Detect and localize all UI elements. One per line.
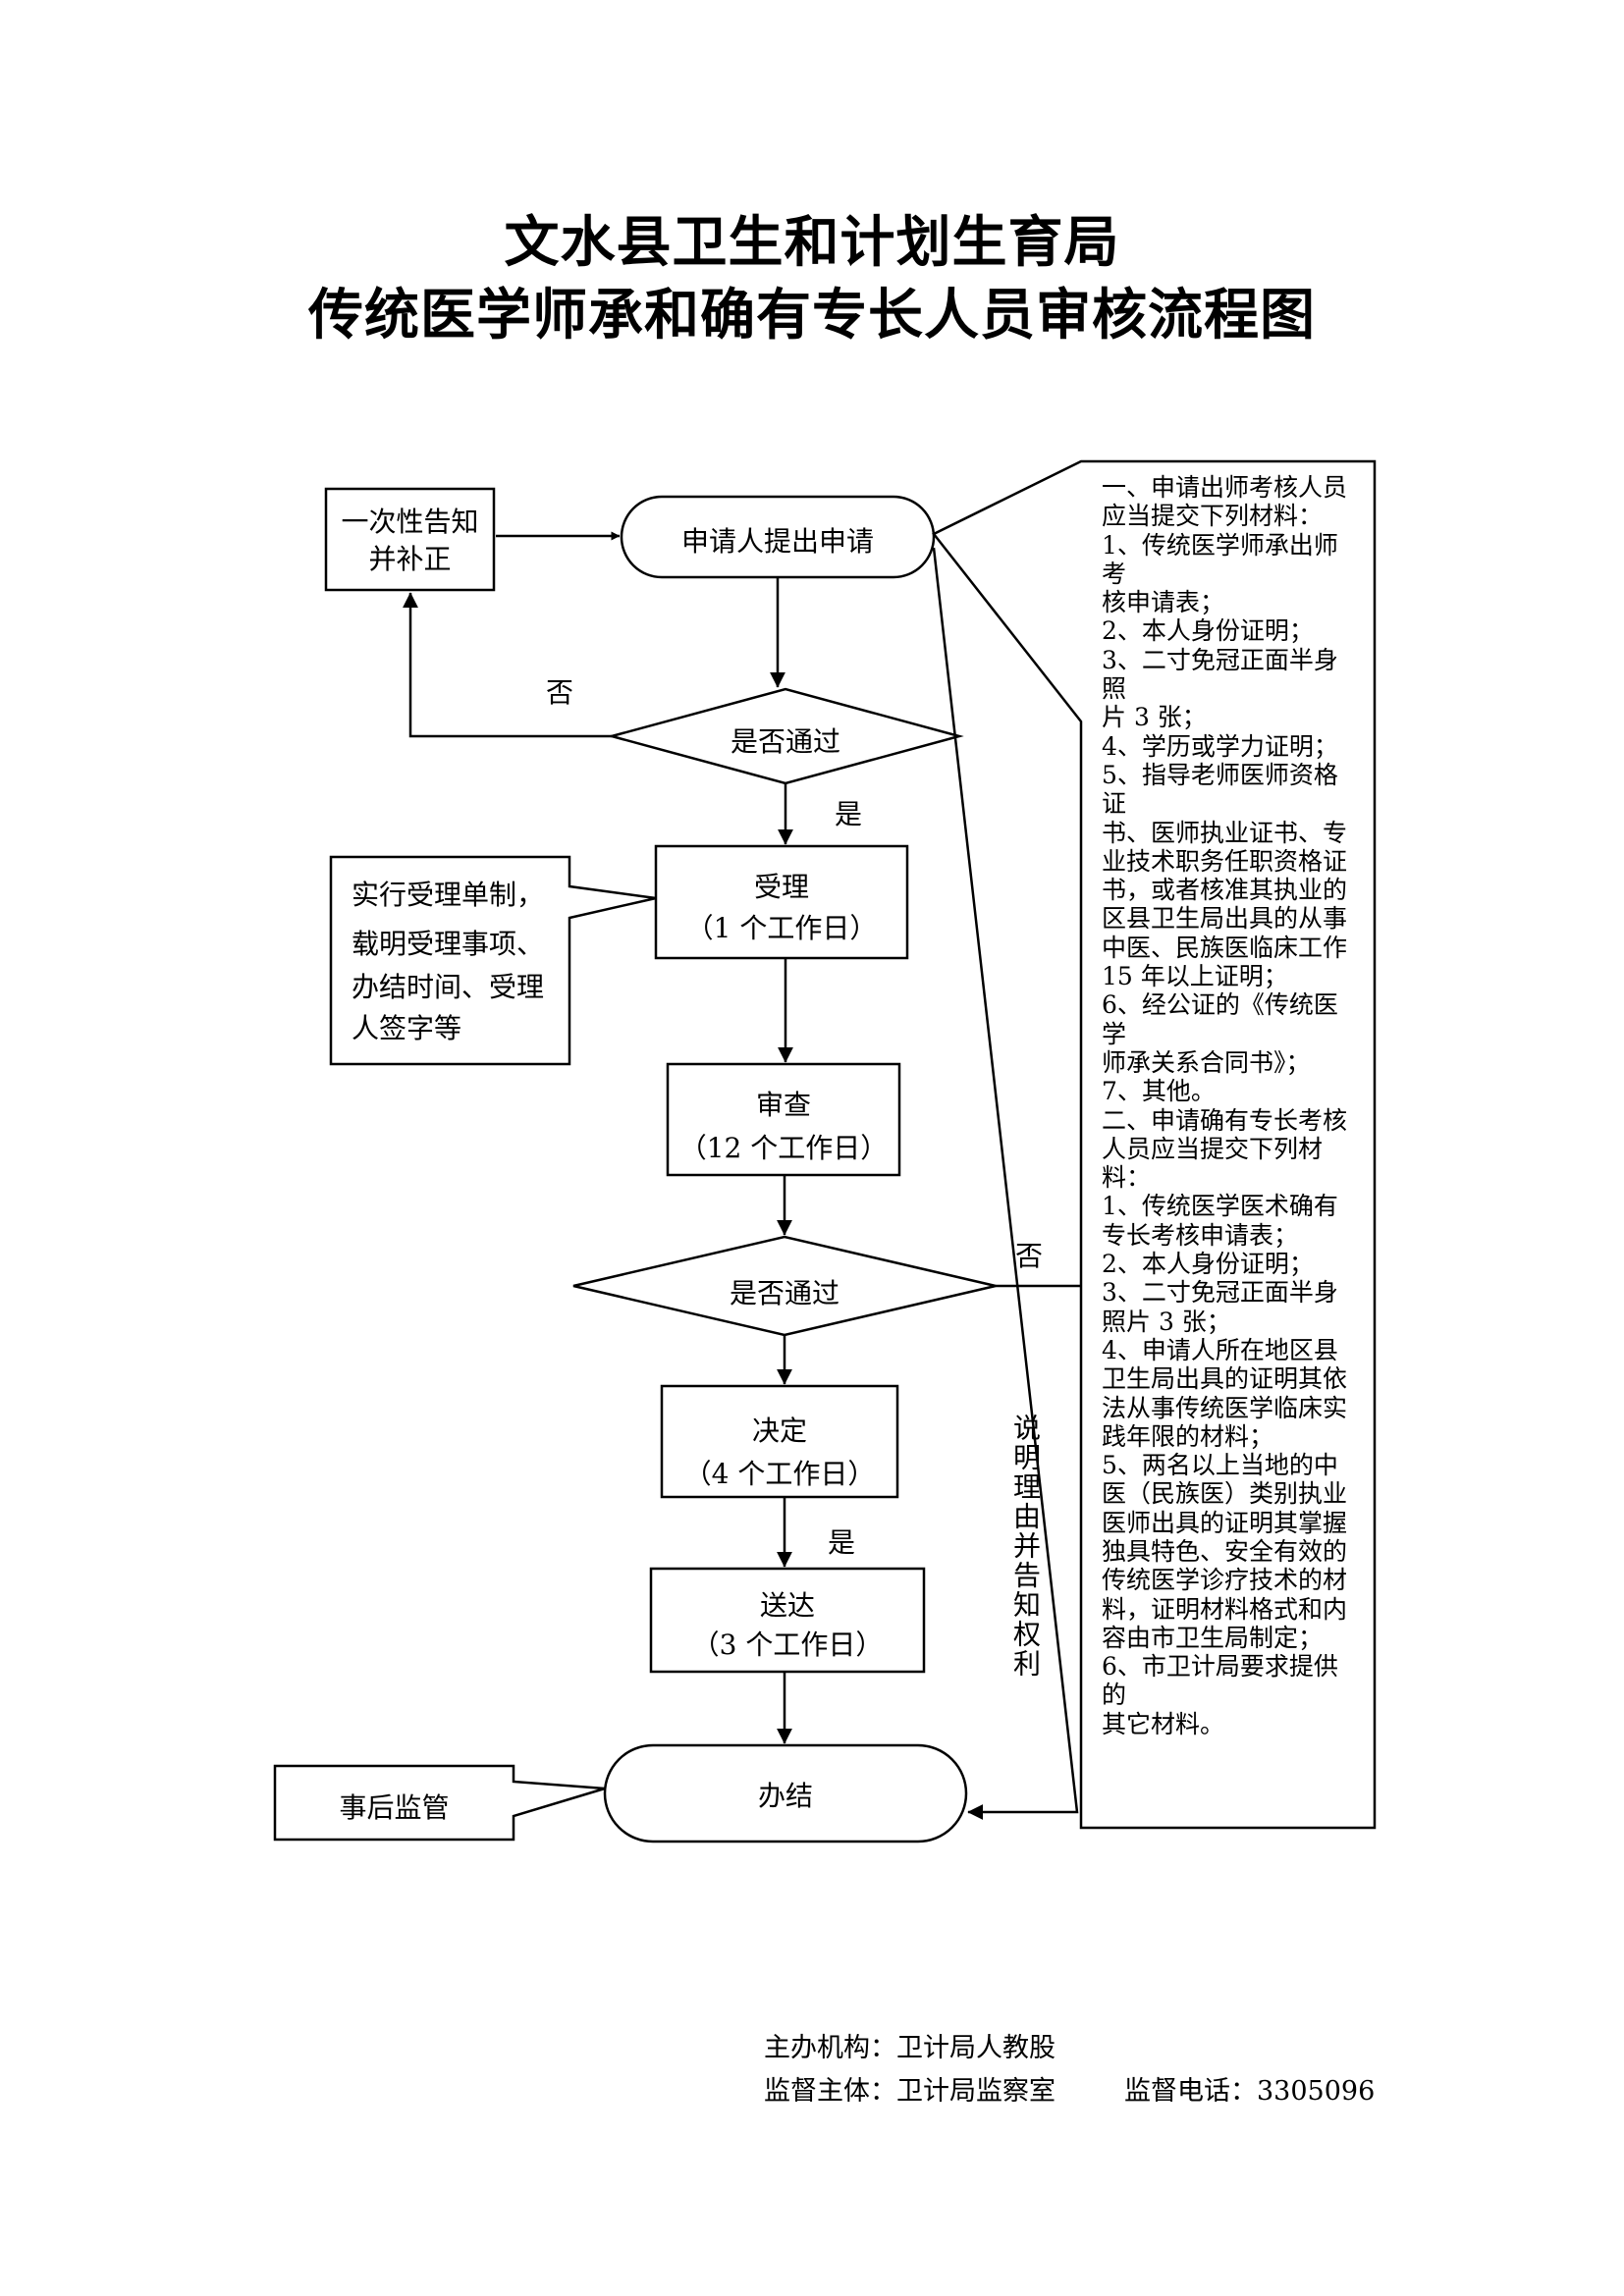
deliver-text-line2: （3 个工作日） (691, 1629, 884, 1661)
notify-text-line1: 一次性告知 (341, 506, 479, 538)
notify-box (324, 487, 496, 592)
materials-line: 法从事传统医学临床实 (1102, 1393, 1348, 1422)
materials-line: 2、本人身份证明； (1102, 616, 1314, 646)
review-text-line2: （12 个工作日） (678, 1132, 889, 1164)
materials-line: 独具特色、安全有效的 (1102, 1536, 1348, 1566)
materials-line: 4、学历或学力证明； (1102, 731, 1338, 761)
materials-line: 区县卫生局出具的从事 (1102, 904, 1348, 934)
materials-line: 二、申请确有专长考核 (1102, 1105, 1348, 1135)
accept-note-line4: 人签字等 (352, 1012, 462, 1044)
materials-line: 医师出具的证明其掌握 (1102, 1508, 1348, 1537)
accept-note-callout (329, 855, 657, 1066)
materials-line: 传统医学诊疗技术的材 (1102, 1566, 1348, 1595)
materials-line: 15 年以上证明； (1102, 962, 1288, 991)
materials-callout (932, 459, 1377, 1830)
deliver-text-line1: 送达 (759, 1589, 815, 1622)
materials-line: 容由市卫生局制定； (1102, 1623, 1324, 1652)
materials-list: 一、申请出师考核人员应当提交下列材料：1、传统医学师承出师考核申请表；2、本人身… (1102, 473, 1359, 1738)
materials-line: 片 3 张； (1102, 703, 1207, 732)
apply-text: 申请人提出申请 (680, 525, 874, 558)
decide-text-line1: 决定 (751, 1415, 807, 1447)
accept-box (654, 844, 909, 960)
finish-terminal (603, 1743, 968, 1843)
decide-text-line2: （4 个工作日） (683, 1458, 876, 1490)
edge-label-no1: 否 (546, 676, 574, 709)
edge-label-no2: 否 (1015, 1240, 1044, 1272)
materials-line: 7、其他。 (1102, 1077, 1216, 1106)
materials-line: 料： (1102, 1163, 1152, 1193)
check1-diamond (607, 687, 964, 785)
materials-line: 照片 3 张； (1102, 1307, 1231, 1336)
materials-line: 书、医师执业证书、专 (1102, 818, 1348, 847)
check2-text: 是否通过 (729, 1277, 839, 1309)
materials-line: 一、申请出师考核人员 (1102, 473, 1348, 502)
materials-line: 书，或者核准其执业的 (1102, 876, 1348, 905)
accept-text-line1: 受理 (753, 871, 809, 903)
page-title-line2: 传统医学师承和确有专长人员审核流程图 (308, 283, 1316, 347)
footer-supervisor: 监督主体：卫计局监察室 (764, 2076, 1056, 2107)
notify-text-line2: 并补正 (368, 543, 452, 575)
edge-label-yes2: 是 (828, 1526, 856, 1559)
materials-line: 核申请表； (1102, 588, 1225, 617)
materials-line: 中医、民族医临床工作 (1102, 933, 1348, 962)
supervise-text: 事后监管 (339, 1791, 450, 1824)
deliver-box (649, 1567, 926, 1674)
materials-line: 其它材料。 (1102, 1709, 1225, 1738)
materials-line: 践年限的材料； (1102, 1421, 1274, 1451)
materials-line: 5、指导老师医师资格证 (1102, 760, 1338, 819)
materials-line: 3、二寸免冠正面半身 (1102, 1278, 1338, 1308)
materials-line: 6、经公证的《传统医学 (1102, 990, 1338, 1048)
decide-box (660, 1384, 899, 1499)
check1-text: 是否通过 (730, 725, 840, 758)
edge-label-yes1: 是 (835, 798, 863, 830)
finish-text: 办结 (757, 1780, 813, 1812)
arrow-check1-no-to-notify (403, 592, 612, 738)
materials-line: 1、传统医学师承出师考 (1102, 530, 1338, 588)
accept-note-line2: 载明受理事项、 (352, 928, 545, 960)
materials-line: 3、二寸免冠正面半身照 (1102, 645, 1338, 704)
accept-note-line1: 实行受理单制， (352, 879, 545, 911)
materials-line: 料，证明材料格式和内 (1102, 1594, 1348, 1624)
materials-line: 人员应当提交下列材 (1102, 1134, 1324, 1163)
edge-label-reason: 说明理由并告知权利 (1009, 1414, 1042, 1679)
materials-line: 专长考核申请表； (1102, 1220, 1299, 1250)
materials-line: 师承关系合同书》； (1102, 1047, 1311, 1077)
materials-line: 6、市卫计局要求提供的 (1102, 1652, 1338, 1710)
materials-line: 业技术职务任职资格证 (1102, 846, 1348, 876)
materials-line: 应当提交下列材料： (1102, 502, 1324, 531)
materials-line: 医（民族医）类别执业 (1102, 1479, 1348, 1509)
page-title-line1: 文水县卫生和计划生育局 (504, 210, 1120, 275)
materials-line: 5、两名以上当地的中 (1102, 1451, 1338, 1480)
footer-organizer: 主办机构：卫计局人教股 (764, 2033, 1056, 2063)
arrow-apply-to-finish-bypass (932, 547, 1079, 1820)
supervise-callout (273, 1764, 606, 1842)
materials-line: 1、传统医学医术确有 (1102, 1192, 1338, 1221)
materials-line: 4、申请人所在地区县 (1102, 1335, 1338, 1364)
accept-text-line2: （1 个工作日） (685, 912, 878, 944)
materials-line: 卫生局出具的证明其依 (1102, 1364, 1348, 1394)
accept-note-line3: 办结时间、受理 (352, 971, 545, 1003)
materials-line: 2、本人身份证明； (1102, 1250, 1314, 1279)
footer-phone: 监督电话：3305096 (1124, 2076, 1376, 2107)
review-text-line1: 审查 (755, 1089, 811, 1121)
